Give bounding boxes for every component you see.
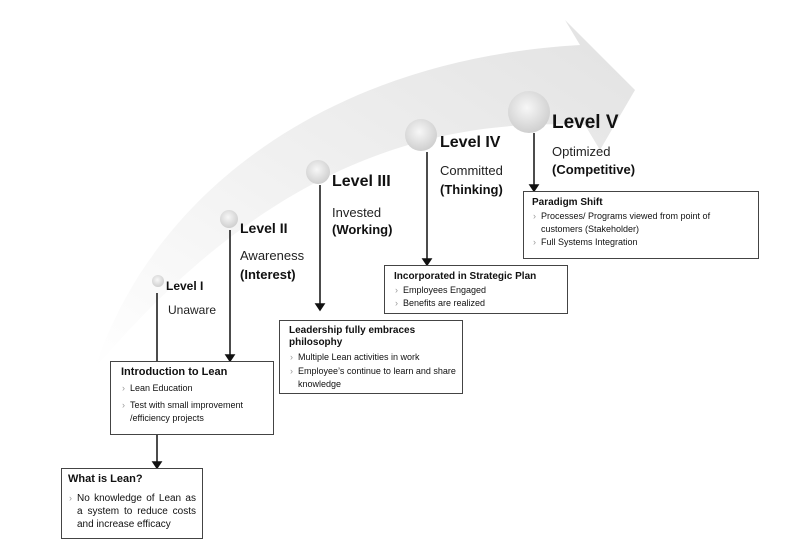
level-4-focus: (Thinking) bbox=[440, 182, 503, 197]
box-item: Benefits are realized bbox=[394, 297, 561, 310]
box-strategic-plan: Incorporated in Strategic Plan Employees… bbox=[384, 265, 568, 314]
box-title: Leadership fully embraces philosophy bbox=[289, 325, 416, 348]
box-what-is-lean: What is Lean? No knowledge of Lean as a … bbox=[61, 468, 203, 539]
level-1-marker bbox=[152, 275, 164, 287]
level-1-state: Unaware bbox=[168, 303, 217, 317]
box-paradigm-shift: Paradigm Shift Processes/ Programs viewe… bbox=[523, 191, 759, 259]
level-3-focus: (Working) bbox=[332, 222, 393, 237]
box-title: What is Lean? bbox=[68, 473, 143, 485]
level-2-state: Awareness bbox=[240, 248, 305, 263]
level-3-state: Invested bbox=[332, 205, 382, 220]
level-4-state: Committed bbox=[440, 163, 503, 178]
level-5-title: Level V bbox=[552, 112, 619, 133]
box-item: Processes/ Programs viewed from point of… bbox=[532, 210, 752, 236]
box-title: Paradigm Shift bbox=[532, 197, 603, 208]
level-5-marker bbox=[508, 91, 550, 133]
box-item: No knowledge of Lean as a system to redu… bbox=[68, 492, 196, 531]
level-2-title: Level II bbox=[240, 220, 288, 236]
level-2-focus: (Interest) bbox=[240, 267, 296, 282]
level-3-title: Level III bbox=[332, 173, 391, 190]
level-2-marker bbox=[220, 210, 238, 228]
box-item: Full Systems Integration bbox=[532, 236, 752, 249]
box-item: Multiple Lean activities in work bbox=[289, 351, 456, 364]
box-item: Employee’s continue to learn and share k… bbox=[289, 365, 456, 391]
box-title: Introduction to Lean bbox=[121, 366, 228, 378]
box-item: Employees Engaged bbox=[394, 284, 561, 297]
level-5-state: Optimized bbox=[552, 144, 611, 159]
box-leadership-embraces: Leadership fully embraces philosophy Mul… bbox=[279, 320, 463, 394]
level-4-marker bbox=[405, 119, 437, 151]
box-item: Lean Education bbox=[121, 382, 267, 395]
box-item: Test with small improvement /efficiency … bbox=[121, 399, 267, 425]
level-1-title: Level I bbox=[166, 279, 204, 293]
progress-arrow bbox=[95, 20, 635, 368]
box-introduction-to-lean: Introduction to Lean Lean Education Test… bbox=[110, 361, 274, 435]
box-title: Incorporated in Strategic Plan bbox=[394, 271, 537, 282]
level-5-focus: (Competitive) bbox=[552, 162, 636, 177]
level-markers bbox=[152, 91, 550, 287]
level-3-marker bbox=[306, 160, 330, 184]
level-4-title: Level IV bbox=[440, 134, 501, 151]
